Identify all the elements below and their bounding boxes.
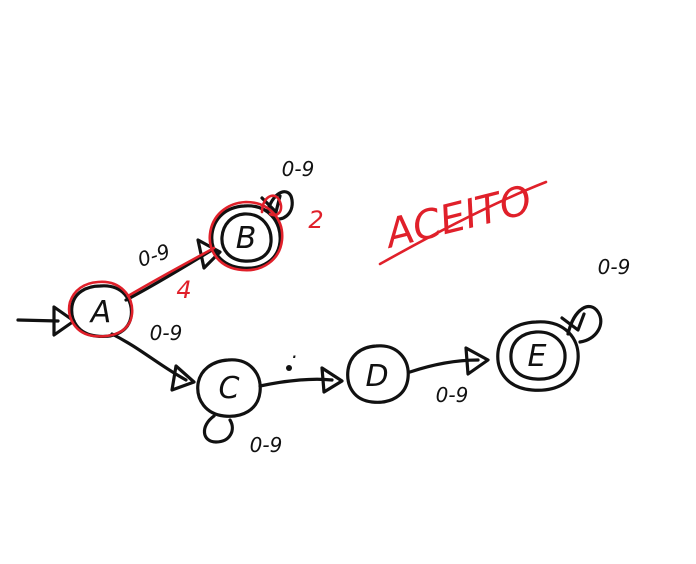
state-b-outer-circle — [210, 204, 282, 270]
state-e-label: E — [528, 339, 547, 374]
state-e-outer-circle — [496, 320, 580, 392]
state-d-label: D — [365, 359, 388, 394]
edge-a-to-b-label: 0-9 — [135, 239, 173, 272]
red-circle-b — [208, 200, 284, 272]
state-labels: A B C D E — [89, 221, 547, 406]
state-a-label: A — [89, 295, 112, 330]
red-edge-a-to-b — [126, 246, 216, 298]
edge-d-to-e-line — [408, 358, 480, 374]
edge-d-to-e-arrowhead — [464, 346, 490, 376]
correction-red-layer — [67, 180, 548, 338]
edge-e-self-label: 0-9 — [598, 255, 631, 279]
start-arrow-head — [52, 305, 76, 337]
red-b-self-annotation: 2 — [308, 206, 323, 234]
state-e-inner-circle — [509, 330, 567, 381]
edge-a-to-c-arrowhead — [170, 364, 196, 392]
start-arrow-line — [16, 318, 60, 323]
aceito-underline — [378, 180, 548, 266]
edge-c-to-d-line — [258, 377, 334, 388]
automaton-black-layer — [16, 190, 603, 444]
state-c-circle — [196, 358, 262, 418]
edge-c-to-d-dot — [286, 365, 292, 371]
state-d-circle — [346, 344, 410, 404]
edge-a-to-c-label: 0-9 — [150, 321, 183, 345]
edge-a-to-c-line — [110, 332, 188, 382]
correction-labels: 4 2 ACEITO — [176, 177, 536, 304]
state-c-label: C — [219, 371, 240, 406]
edge-d-to-e-label: 0-9 — [436, 383, 469, 407]
state-b-inner-circle — [220, 212, 273, 263]
edge-labels: 0-9 0-9 0-9 0-9 . 0-9 0-9 — [135, 157, 631, 457]
edge-c-to-d-arrowhead — [320, 366, 344, 394]
red-b-self-loop — [260, 194, 283, 217]
edge-e-self-arrowhead — [560, 312, 586, 332]
red-a-to-b-annotation: 4 — [176, 276, 191, 304]
edge-b-self-label: 0-9 — [282, 157, 315, 181]
red-circle-a — [67, 280, 134, 338]
edge-c-self-label: 0-9 — [250, 433, 283, 457]
edge-e-self-loop — [566, 305, 603, 344]
edge-c-to-d-label: . — [292, 339, 298, 363]
edge-c-self-loop — [202, 414, 234, 444]
state-b-label: B — [236, 221, 257, 256]
aceito-label: ACEITO — [378, 177, 536, 258]
